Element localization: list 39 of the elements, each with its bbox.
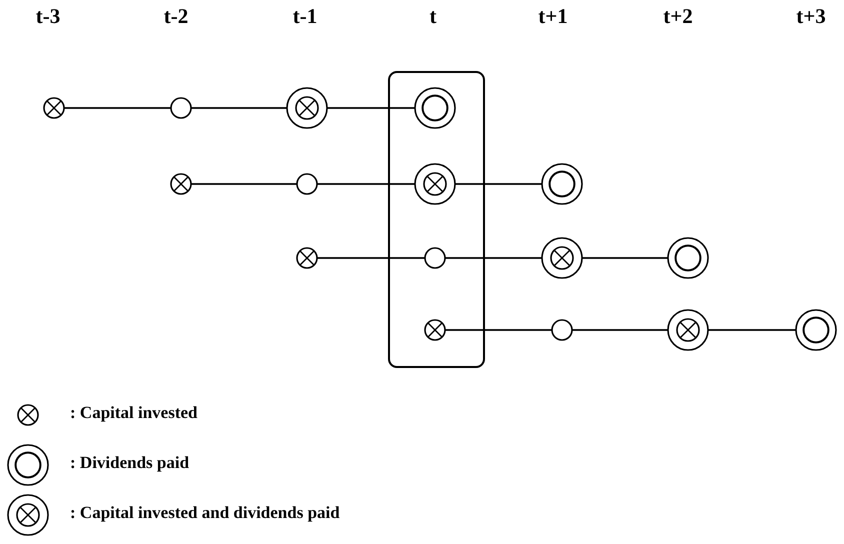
legend-label: : Dividends paid: [70, 453, 190, 473]
connector-line: [317, 183, 415, 185]
legend-label: : Capital invested: [70, 403, 198, 423]
time-period-label: t-3: [36, 4, 60, 29]
connector-line: [708, 329, 796, 331]
connector-line: [582, 257, 668, 259]
rounded-period-box: [388, 71, 485, 368]
time-period-label: t+1: [538, 4, 568, 29]
crossed-double-circle-symbol: [286, 87, 328, 129]
crossed-circle-symbol: [296, 247, 318, 269]
crossed-circle-symbol: [170, 173, 192, 195]
double-circle-symbol: [795, 309, 837, 351]
plain-circle-symbol: [296, 173, 318, 195]
plain-circle-symbol: [424, 247, 446, 269]
plain-circle-symbol: [170, 97, 192, 119]
crossed-double-circle-symbol: [414, 163, 456, 205]
time-period-label: t-1: [292, 4, 318, 29]
crossed-circle-symbol: [424, 319, 446, 341]
connector-line: [572, 329, 668, 331]
plain-circle-symbol: [551, 319, 573, 341]
time-period-label: t+2: [663, 4, 693, 29]
double-circle-symbol: [667, 237, 709, 279]
double-circle-symbol: [414, 87, 456, 129]
legend-label: : Capital invested and dividends paid: [70, 503, 340, 523]
crossed-circle-symbol: [43, 97, 65, 119]
connector-line: [64, 107, 171, 109]
connector-line: [445, 257, 542, 259]
crossed-double-circle-symbol: [667, 309, 709, 351]
connector-line: [327, 107, 415, 109]
crossed-double-circle-symbol: [541, 237, 583, 279]
connector-line: [445, 329, 552, 331]
time-period-label: t+3: [796, 4, 826, 29]
connector-line: [191, 183, 297, 185]
double-circle-symbol: [541, 163, 583, 205]
connector-line: [191, 107, 287, 109]
connector-line: [455, 183, 542, 185]
connector-line: [317, 257, 425, 259]
time-period-label: t-2: [164, 4, 188, 29]
time-period-label: t: [430, 4, 436, 29]
